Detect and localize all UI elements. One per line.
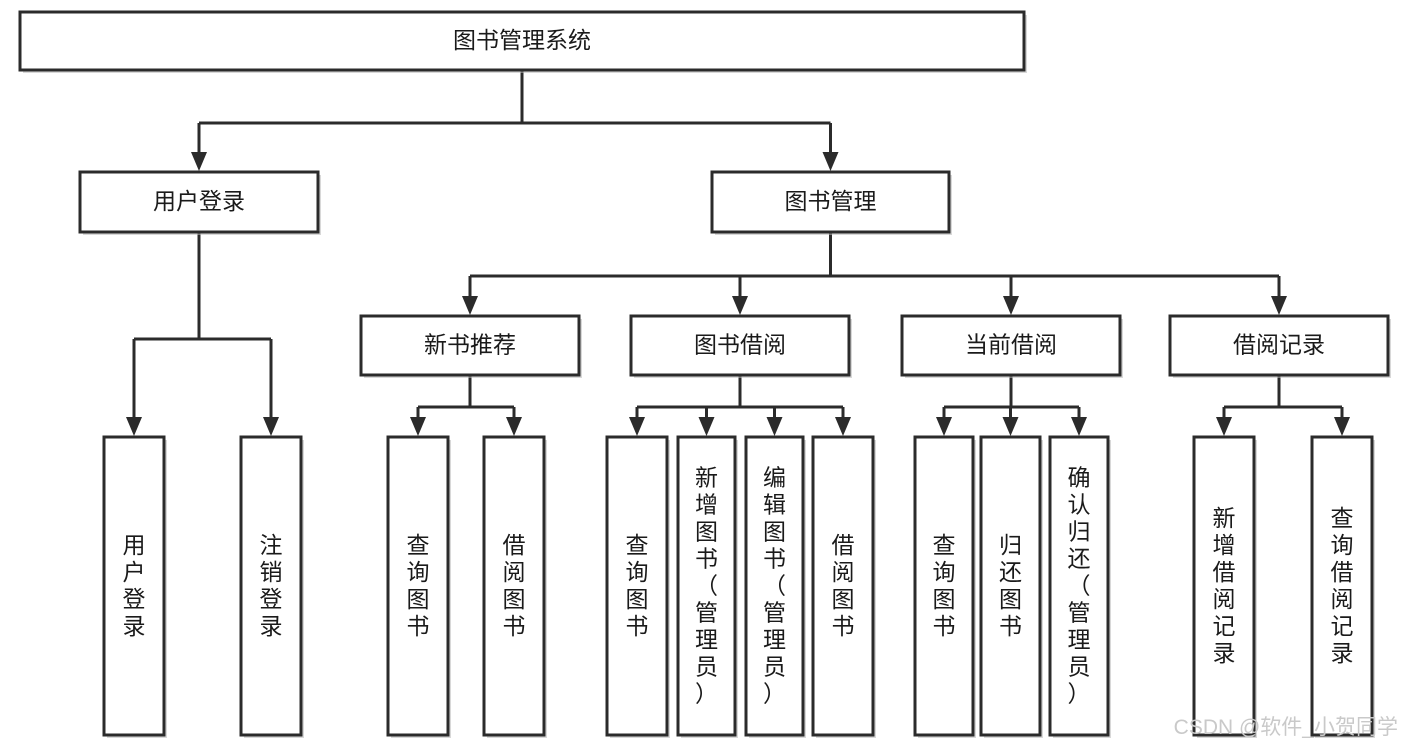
connector-layer [126, 70, 1350, 436]
node-rect[interactable] [359, 314, 581, 377]
node-new-book-recommend[interactable]: 新书推荐 [359, 314, 582, 378]
node-rect[interactable] [676, 435, 737, 737]
arrow-head-icon [410, 417, 426, 436]
connector-group-book-management [462, 232, 1287, 315]
arrow-head-icon [263, 417, 279, 436]
node-label: 查询图书 [626, 532, 649, 639]
connector-group-new-book-recommend [410, 375, 522, 436]
node-leaf-borrow-book-recommend[interactable]: 借阅图书 [482, 435, 547, 738]
arrow-head-icon [822, 152, 839, 171]
arrow-head-icon [1334, 417, 1350, 436]
csdn-watermark: CSDN @软件_小贺同学 [1174, 716, 1398, 739]
node-label: 图书借阅 [694, 332, 786, 358]
node-label: 当前借阅 [965, 332, 1057, 358]
node-rect[interactable] [78, 170, 320, 234]
connector-group-user-login [126, 232, 279, 436]
connector-group-current-borrow [936, 375, 1087, 436]
arrow-head-icon [766, 417, 783, 436]
node-label: 借阅图书 [832, 532, 855, 639]
arrow-head-icon [1216, 417, 1232, 436]
node-leaf-user-logout[interactable]: 注销登录 [239, 435, 304, 738]
node-label: 新书推荐 [424, 332, 516, 358]
arrow-head-icon [191, 152, 207, 171]
node-rect[interactable] [913, 435, 975, 737]
node-leaf-query-book-borrow[interactable]: 查询图书 [605, 435, 670, 738]
node-label: 查询图书 [933, 532, 956, 639]
node-label: 借阅记录 [1233, 332, 1325, 358]
node-label: 注销登录 [260, 532, 283, 639]
node-leaf-borrow-book[interactable]: 借阅图书 [811, 435, 876, 738]
arrow-head-icon [1071, 417, 1087, 436]
arrow-head-icon [506, 417, 522, 436]
arrow-head-icon [732, 296, 748, 315]
node-leaf-add-borrow-record[interactable]: 新增借阅记录 [1192, 435, 1257, 738]
node-leaf-return-book[interactable]: 归还图书 [979, 435, 1043, 738]
node-rect[interactable] [710, 170, 951, 234]
node-label: 查询借阅记录 [1331, 505, 1354, 666]
node-rect[interactable] [900, 314, 1122, 377]
node-leaf-edit-book[interactable]: 编辑图书（管理员） [744, 435, 806, 738]
node-book-borrow[interactable]: 图书借阅 [629, 314, 852, 378]
node-rect[interactable] [1168, 314, 1390, 377]
node-leaf-query-book-recommend[interactable]: 查询图书 [386, 435, 451, 738]
node-book-management[interactable]: 图书管理 [710, 170, 952, 235]
node-borrow-records[interactable]: 借阅记录 [1168, 314, 1391, 378]
node-label: 借阅图书 [503, 532, 526, 639]
node-current-borrow[interactable]: 当前借阅 [900, 314, 1123, 378]
node-label: 新增借阅记录 [1213, 505, 1236, 666]
connector-group-book-borrow [629, 375, 851, 436]
node-label: 用户登录 [153, 188, 245, 214]
arrow-head-icon [1271, 296, 1287, 315]
node-user-login[interactable]: 用户登录 [78, 170, 321, 235]
arrow-head-icon [462, 296, 478, 315]
node-rect[interactable] [18, 10, 1026, 72]
node-label: 查询图书 [407, 532, 430, 639]
node-leaf-confirm-return[interactable]: 确认归还（管理员） [1048, 435, 1111, 738]
arrow-head-icon [835, 417, 851, 436]
connector-group-root [191, 70, 839, 171]
node-rect[interactable] [1192, 435, 1256, 737]
node-leaf-query-borrow-record[interactable]: 查询借阅记录 [1310, 435, 1375, 738]
node-leaf-add-book[interactable]: 新增图书（管理员） [676, 435, 738, 738]
node-root[interactable]: 图书管理系统 [18, 10, 1027, 73]
node-rect[interactable] [1310, 435, 1374, 737]
arrow-head-icon [698, 417, 715, 436]
node-label: 图书管理系统 [453, 27, 591, 53]
arrow-head-icon [1003, 296, 1019, 315]
node-label: 确认归还（管理员） [1068, 465, 1091, 707]
node-rect[interactable] [629, 314, 851, 377]
node-label: 编辑图书（管理员） [763, 465, 786, 707]
node-layer: 图书管理系统用户登录图书管理新书推荐图书借阅当前借阅借阅记录用户登录注销登录查询… [18, 10, 1391, 738]
node-label: 图书管理 [785, 188, 877, 214]
node-label: 新增图书（管理员） [695, 465, 718, 707]
connector-group-borrow-records [1216, 375, 1350, 436]
node-rect[interactable] [102, 435, 166, 737]
node-rect[interactable] [811, 435, 875, 737]
node-rect[interactable] [386, 435, 450, 737]
node-rect[interactable] [605, 435, 669, 737]
node-leaf-user-login[interactable]: 用户登录 [102, 435, 167, 738]
node-rect[interactable] [482, 435, 546, 737]
node-leaf-query-book-current[interactable]: 查询图书 [913, 435, 976, 738]
node-rect[interactable] [744, 435, 805, 737]
node-rect[interactable] [239, 435, 303, 737]
node-label: 归还图书 [999, 532, 1022, 639]
node-rect[interactable] [979, 435, 1042, 737]
arrow-head-icon [936, 417, 952, 436]
arrow-head-icon [1002, 417, 1019, 436]
node-label: 用户登录 [123, 532, 146, 639]
arrow-head-icon [126, 417, 142, 436]
arrow-head-icon [629, 417, 645, 436]
node-rect[interactable] [1048, 435, 1110, 737]
